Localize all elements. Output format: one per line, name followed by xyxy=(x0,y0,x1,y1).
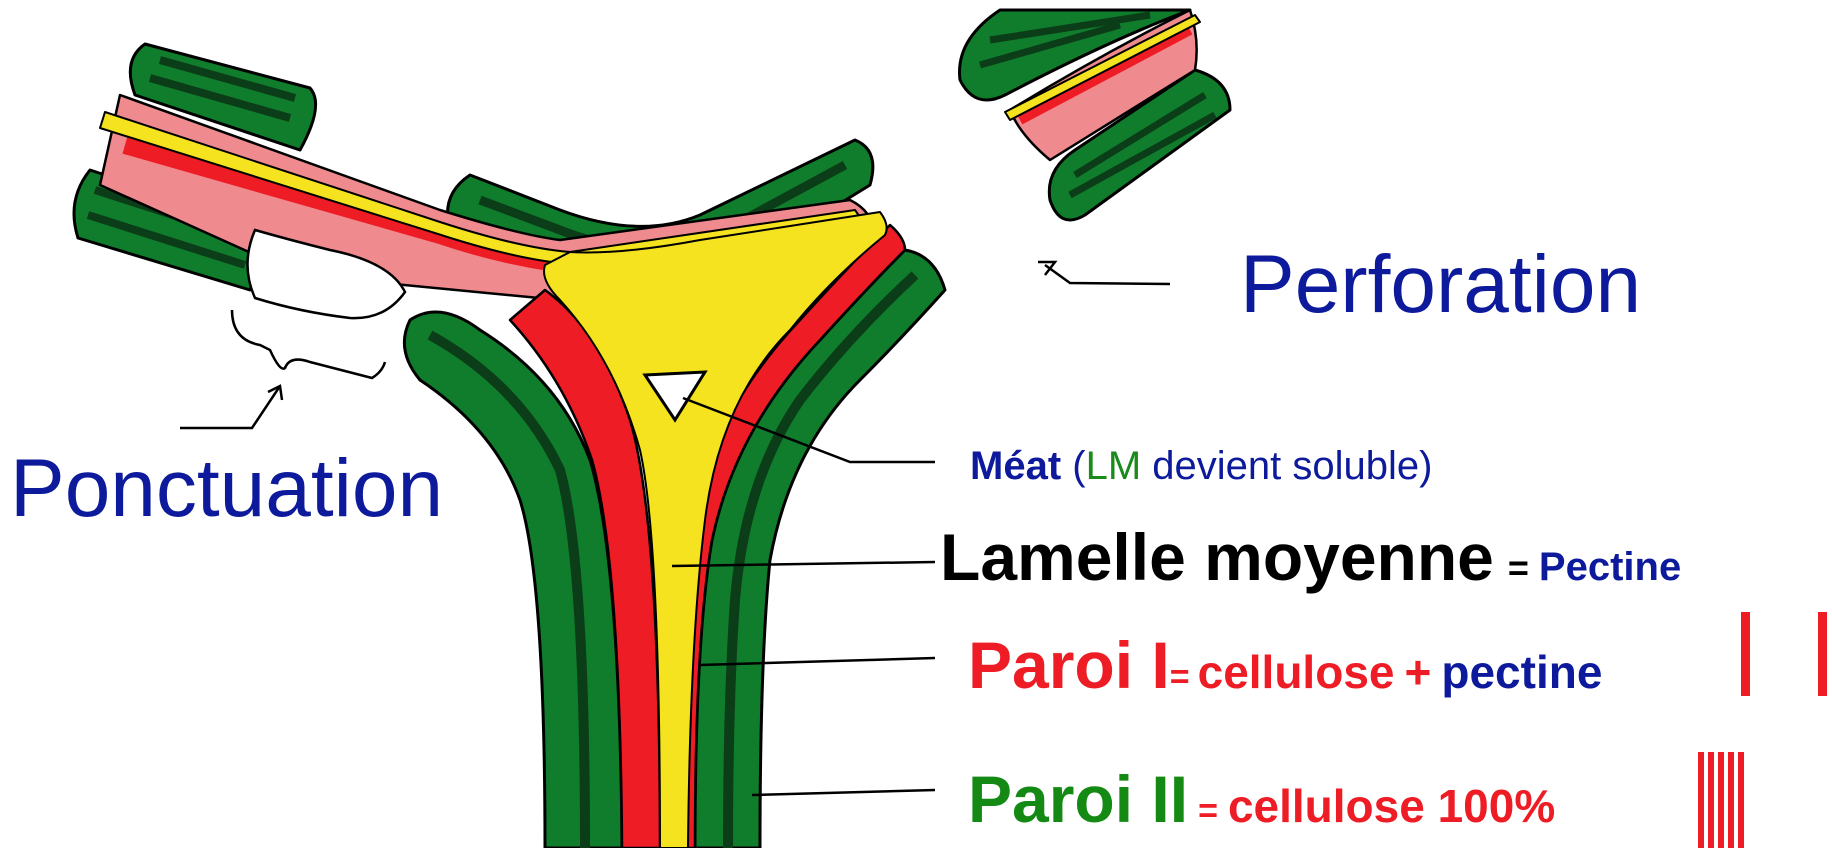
paroi2-bars-symbol xyxy=(1698,752,1744,848)
paroi2-term: Paroi II xyxy=(968,762,1188,836)
paroi1-term: Paroi I xyxy=(968,628,1170,702)
perforation-arrow xyxy=(1038,262,1170,284)
ponctuation-arrow xyxy=(180,386,282,428)
paroi1-value-cellulose: cellulose xyxy=(1198,646,1395,698)
ponctuation-label: Ponctuation xyxy=(10,448,443,530)
paroi1-equals: = xyxy=(1170,658,1190,696)
paroi1-value-pectine: pectine xyxy=(1441,646,1602,698)
paroi1-plus: + xyxy=(1404,646,1431,698)
paroi1-label: Paroi I=cellulose+pectine xyxy=(968,632,1602,698)
paroi2-label: Paroi II=cellulose 100% xyxy=(968,766,1555,832)
meat-term: Méat xyxy=(970,444,1061,488)
paroi2-leader xyxy=(752,790,935,795)
paroi2-value: cellulose 100% xyxy=(1228,780,1555,832)
lamelle-moyenne-label: Lamelle moyenne=Pectine xyxy=(940,524,1681,590)
lamelle-equals: = xyxy=(1508,547,1529,588)
paroi2-equals: = xyxy=(1198,792,1218,830)
lamelle-term: Lamelle moyenne xyxy=(940,520,1494,594)
lamelle-value: Pectine xyxy=(1539,545,1681,589)
paroi1-bars-symbol xyxy=(1741,612,1827,696)
meat-lm: LM xyxy=(1086,444,1142,488)
perforation-label: Perforation xyxy=(1240,244,1641,326)
meat-rest: devient soluble) xyxy=(1141,444,1432,488)
meat-label: Méat (LM devient soluble) xyxy=(970,446,1432,486)
meat-paren-open: ( xyxy=(1061,444,1085,488)
ponctuation-brace xyxy=(232,310,385,378)
